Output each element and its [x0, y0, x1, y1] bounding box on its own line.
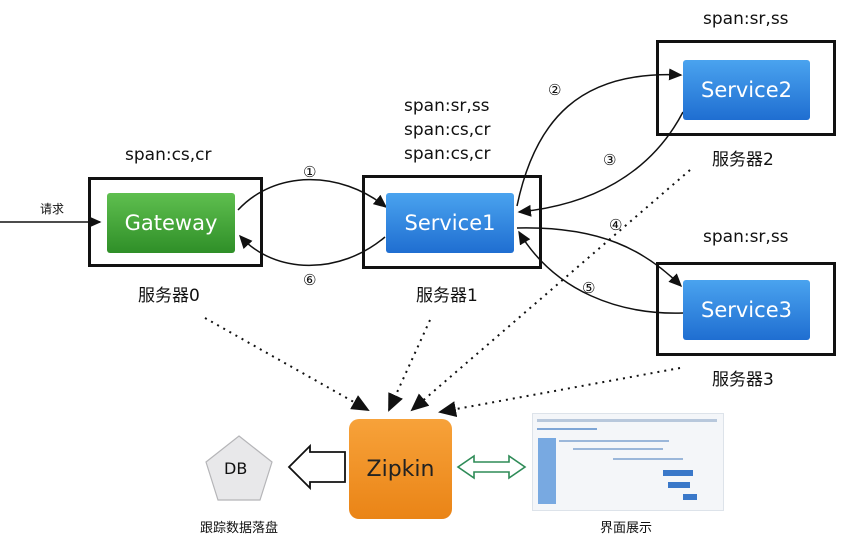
ui-thumb-sidebar — [538, 438, 556, 504]
gateway-span-label: span:cs,cr — [125, 145, 212, 165]
ui-thumbnail[interactable] — [532, 413, 724, 511]
server2-frame — [656, 40, 836, 136]
ui-thumb-bar — [668, 482, 690, 488]
double-arrow-zipkin-ui — [456, 454, 527, 480]
dotted-arrow-service1-zipkin — [388, 319, 431, 412]
dotted-arrow-service2-zipkin — [410, 169, 691, 412]
db-caption: 跟踪数据落盘 — [200, 521, 279, 536]
service1-span-3: span:cs,cr — [404, 144, 491, 164]
service3-node[interactable]: Service3 — [683, 280, 810, 340]
service1-span-1: span:sr,ss — [404, 96, 490, 116]
arrow-step-4 — [516, 227, 683, 288]
step-1-label: ① — [303, 163, 317, 181]
ui-caption: 界面展示 — [600, 521, 653, 536]
service2-node[interactable]: Service2 — [683, 60, 810, 120]
service1-node[interactable]: Service1 — [386, 193, 514, 253]
server0-label: 服务器0 — [138, 286, 200, 306]
zipkin-node[interactable]: Zipkin — [349, 419, 452, 519]
server1-label: 服务器1 — [416, 286, 478, 306]
step-2-label: ② — [548, 81, 562, 99]
step-3-label: ③ — [603, 151, 617, 169]
dotted-arrow-gateway-zipkin — [204, 317, 370, 411]
ui-thumb-header — [537, 419, 717, 422]
dotted-arrow-service3-zipkin — [438, 367, 681, 417]
arrow-step-6 — [238, 234, 386, 267]
server3-frame — [656, 262, 836, 356]
service1-span-2: span:cs,cr — [404, 120, 491, 140]
ui-thumb-bar — [683, 494, 697, 500]
db-pentagon — [205, 435, 273, 501]
ui-thumb-row — [613, 458, 683, 460]
service3-span-label: span:sr,ss — [703, 227, 789, 247]
server0-frame — [88, 177, 263, 267]
step-4-label: ④ — [609, 216, 623, 234]
arrow-step-1 — [237, 178, 388, 211]
ui-thumb-row — [559, 440, 669, 442]
db-label: DB — [224, 459, 248, 478]
server3-label: 服务器3 — [712, 370, 774, 390]
gateway-node[interactable]: Gateway — [107, 193, 235, 253]
hollow-arrow-zipkin-db — [287, 443, 346, 491]
request-label: 请求 — [40, 202, 65, 216]
server1-frame — [362, 175, 542, 269]
ui-thumb-line — [537, 428, 597, 430]
service2-span-label: span:sr,ss — [703, 9, 789, 29]
ui-thumb-bar — [663, 470, 693, 476]
step-6-label: ⑥ — [303, 271, 317, 289]
step-5-label: ⑤ — [582, 279, 596, 297]
arrow-step-2 — [516, 68, 683, 207]
ui-thumb-row — [573, 448, 663, 450]
server2-label: 服务器2 — [712, 150, 774, 170]
arrow-step-5 — [518, 230, 684, 314]
